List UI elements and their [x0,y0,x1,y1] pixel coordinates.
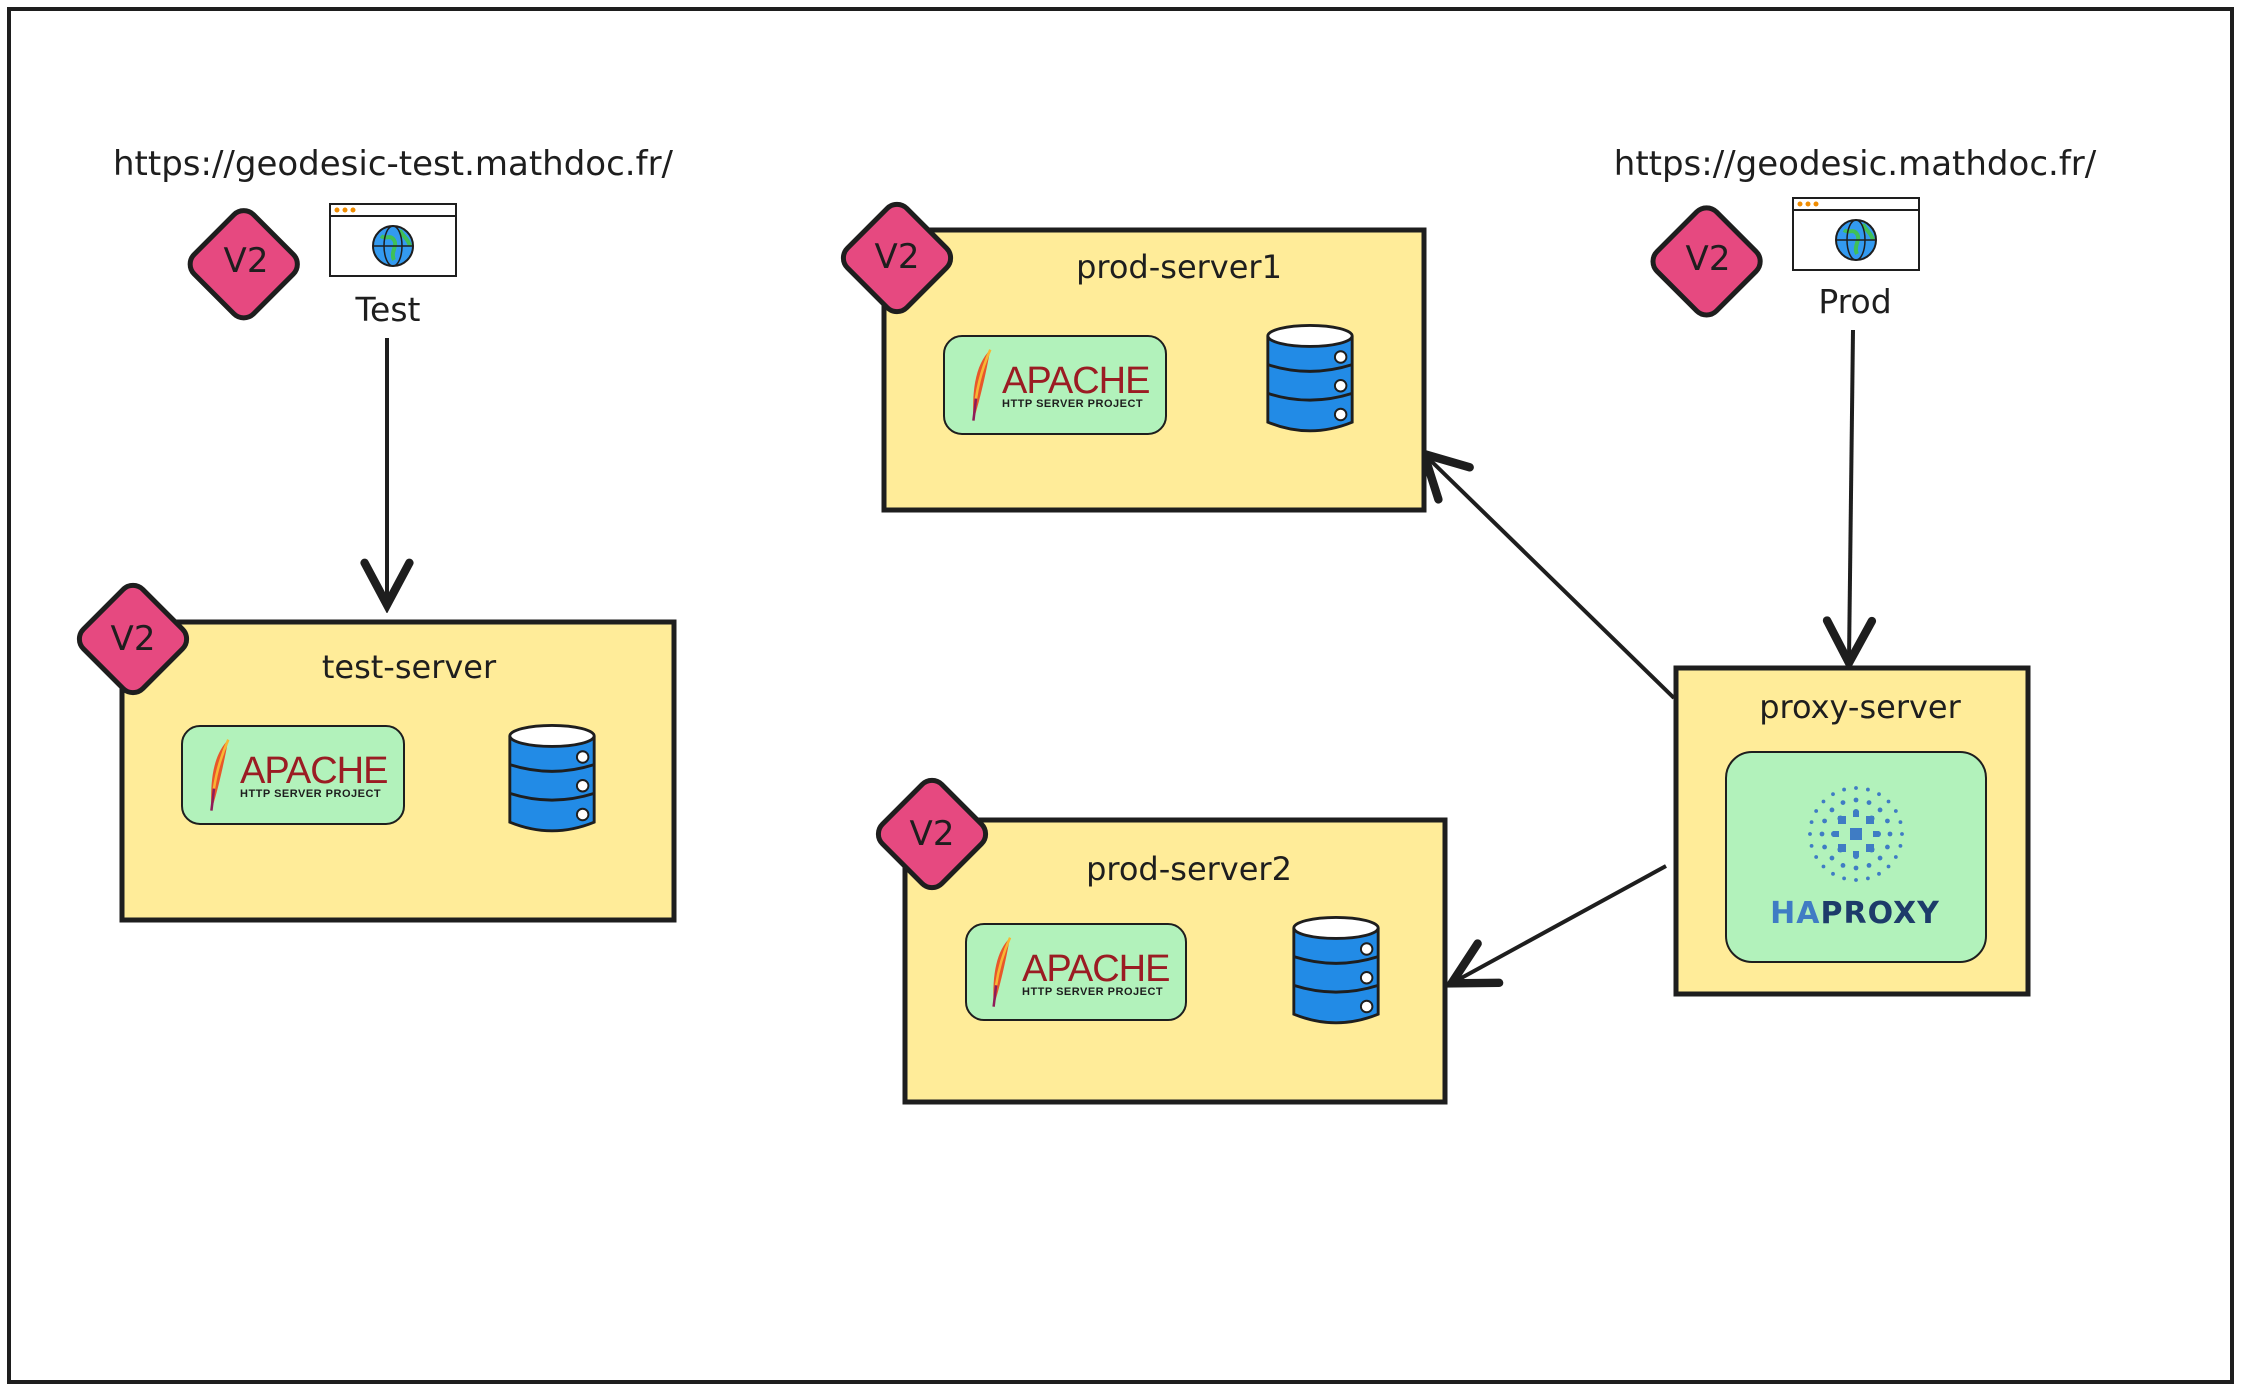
haproxy-emblem-dot [1893,809,1898,813]
haproxy-emblem-dot [1808,832,1812,836]
test-browser-icon [328,202,458,278]
prod-server2-title: prod-server2 [1086,850,1292,888]
haproxy-emblem-dot [1821,799,1826,804]
apache-logo-word: APACHE [1022,948,1170,990]
v2-badge-text: V2 [1685,239,1731,279]
apache-logo-word: APACHE [240,750,388,792]
haproxy-emblem-dot [1866,863,1872,868]
v2-badge-text: V2 [223,241,269,281]
database-icon [1292,915,1380,1025]
haproxy-emblem-dot [1866,800,1872,805]
haproxy-emblem-dot [1877,792,1881,797]
apache-logo-subtitle: HTTP SERVER PROJECT [1022,986,1164,998]
test-server-box [119,619,677,923]
haproxy-emblem-dot [1887,831,1893,837]
test-env-label: Test [355,290,421,329]
haproxy-emblem-dot [1885,844,1890,850]
haproxy-emblem-dot [1829,807,1835,813]
haproxy-emblem-dot [1877,807,1883,813]
proxy-server-title: proxy-server [1759,688,1961,726]
haproxy-proxy: PROXY [1820,896,1940,931]
haproxy-logo-word: HAPROXY [1770,896,1940,931]
v2-badge-text: V2 [874,237,920,277]
v2-badge-prod-server1 [840,201,954,315]
prod-server2-box [902,817,1448,1105]
database-icon [1266,323,1354,433]
prod-browser-icon [1791,196,1921,272]
haproxy-emblem-dot [1842,876,1846,881]
outer-frame [7,7,2234,1384]
haproxy-emblem-dot [1809,844,1814,848]
database-icon [508,723,596,833]
haproxy-emblem-dot [1866,787,1870,792]
v2-badge-text: V2 [110,619,156,659]
haproxy-emblem-dot [1840,800,1846,805]
arrow-proxy-to-prod-server1 [1426,456,1676,700]
haproxy-emblem-dot [1854,878,1858,882]
haproxy-emblem-dot [1898,820,1903,824]
proxy-server-box [1673,665,2031,997]
haproxy-emblem-square [1833,831,1839,837]
haproxy-emblem-dot [1831,792,1835,797]
apache-logo-box [181,725,405,825]
haproxy-emblem-dot [1829,855,1835,861]
haproxy-emblem-dot [1900,832,1904,836]
apache-logo-box [965,923,1187,1021]
v2-badge-text: V2 [909,814,955,854]
haproxy-emblem-dot [1842,787,1846,792]
haproxy-emblem-dot [1831,871,1835,876]
haproxy-emblem-square [1838,844,1846,852]
haproxy-emblem-dot [1814,809,1819,813]
haproxy-emblem-dot [1821,864,1826,869]
test-url-label: https://geodesic-test.mathdoc.fr/ [112,144,674,184]
haproxy-emblem-dot [1819,831,1825,837]
haproxy-emblem-dot [1809,820,1814,824]
haproxy-emblem-dot [1854,786,1858,790]
apache-logo-word: APACHE [1002,360,1150,402]
haproxy-emblem-dot [1822,818,1827,824]
haproxy-emblem-dot [1814,855,1819,859]
haproxy-emblem-square [1853,811,1859,817]
haproxy-ha: HA [1770,896,1821,931]
test-server-title: test-server [321,648,497,686]
haproxy-emblem-square [1866,844,1874,852]
haproxy-emblem-dot [1853,865,1859,871]
haproxy-emblem-dot [1877,855,1883,861]
haproxy-emblem-square [1873,831,1879,837]
haproxy-emblem-dot [1877,871,1881,876]
haproxy-emblem-dot [1822,844,1827,850]
apache-logo-box [943,335,1167,435]
haproxy-emblem-dot [1898,844,1903,848]
haproxy-emblem-dot [1853,797,1859,803]
haproxy-emblem-dot [1886,864,1891,869]
arrow-proxy-to-prod-server2 [1454,864,1667,982]
prod-env-label: Prod [1818,282,1892,321]
prod-server1-box [881,227,1427,513]
haproxy-emblem-dot [1840,863,1846,868]
haproxy-emblem-square [1838,816,1846,824]
prod-server1-title: prod-server1 [1076,248,1282,286]
haproxy-emblem-dot [1893,855,1898,859]
haproxy-emblem-square [1866,816,1874,824]
apache-logo-subtitle: HTTP SERVER PROJECT [1002,398,1144,410]
v2-badge-prod-server2 [875,777,989,891]
arrow-prod-to-proxy [1849,329,1853,660]
haproxy-emblem-dot [1886,799,1891,804]
v2-badge-test-server [76,582,190,696]
haproxy-emblem-dot [1866,876,1870,881]
haproxy-emblem-square [1853,851,1859,857]
haproxy-emblem-dot [1885,818,1890,824]
haproxy-emblem-square [1850,828,1862,840]
haproxy-emblem-icon [1808,786,1904,882]
v2-badge-prod-url [1650,205,1763,318]
v2-badge-test-url [187,208,300,321]
apache-logo-subtitle: HTTP SERVER PROJECT [240,788,382,800]
prod-url-label: https://geodesic.mathdoc.fr/ [1613,144,2097,184]
